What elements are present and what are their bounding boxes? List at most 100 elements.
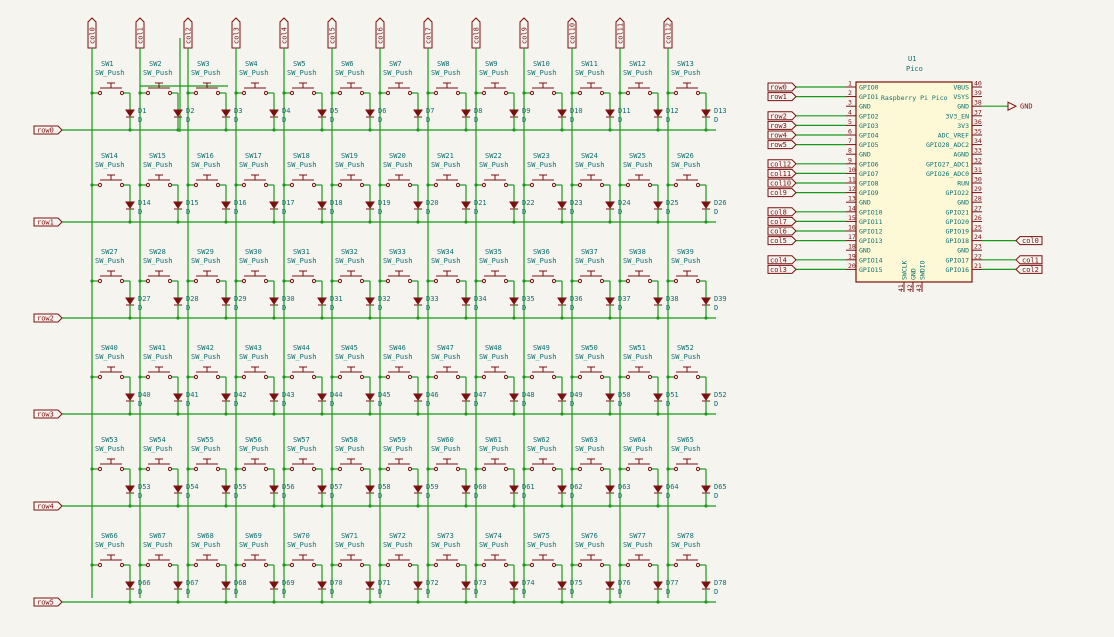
switch-ref: SW33 (389, 248, 406, 256)
diode-body (173, 297, 183, 305)
diode-body (509, 201, 519, 209)
junction (704, 220, 708, 224)
pin-name: ADC_VREF (938, 132, 969, 140)
junction (378, 467, 382, 471)
junction (138, 279, 142, 283)
diode-value: D (618, 208, 622, 216)
diode-ref: D44 (330, 391, 343, 399)
net-label-text: col0 (1022, 237, 1039, 245)
switch-ref: SW22 (485, 152, 502, 160)
diode-body (269, 201, 279, 209)
diode-value: D (186, 116, 190, 124)
col-label-text: col4 (281, 27, 289, 44)
switch-contact (529, 466, 535, 472)
diode-value: D (330, 116, 334, 124)
switch-contact (625, 90, 631, 96)
switch-contact (695, 182, 701, 188)
switch-value: SW_Push (671, 257, 701, 265)
switch-contact (241, 278, 247, 284)
junction (368, 412, 372, 416)
junction (272, 600, 276, 604)
switch-contact (673, 90, 679, 96)
switch-contact (263, 278, 269, 284)
switch-value: SW_Push (527, 161, 557, 169)
net-label-flag (1015, 264, 1043, 274)
junction (224, 220, 228, 224)
junction (128, 412, 132, 416)
row-label: row1 (33, 217, 63, 227)
junction (666, 563, 670, 567)
diode-value: D (186, 208, 190, 216)
diode-body (653, 393, 663, 401)
switch-value: SW_Push (95, 257, 125, 265)
diode-value: D (474, 492, 478, 500)
junction (464, 504, 468, 508)
pin-name: GPIO14 (859, 256, 883, 264)
junction (522, 183, 526, 187)
junction (224, 412, 228, 416)
switch-contact (97, 374, 103, 380)
switch-contact (359, 90, 365, 96)
switch-ref: SW59 (389, 436, 406, 444)
diode-body (701, 201, 711, 209)
switch-value: SW_Push (431, 541, 461, 549)
junction (560, 128, 564, 132)
diode-ref: D62 (570, 483, 583, 491)
switch-ref: SW44 (293, 344, 310, 352)
pico-body-label: Raspberry Pi Pico (881, 94, 948, 102)
pin-name: GPIO15 (859, 266, 883, 274)
pin-number: 40 (974, 80, 982, 88)
junction (224, 600, 228, 604)
diode-ref: D75 (570, 579, 583, 587)
switch-value: SW_Push (431, 445, 461, 453)
diode-value: D (186, 588, 190, 596)
switch-value: SW_Push (191, 69, 221, 77)
switch-contact (167, 278, 173, 284)
switch-value: SW_Push (143, 541, 173, 549)
junction (474, 279, 478, 283)
pin-name: GPIO28_ADC2 (926, 141, 969, 149)
switch-contact (551, 182, 557, 188)
switch-value: SW_Push (527, 257, 557, 265)
switch-value: SW_Push (239, 257, 269, 265)
switch-value: SW_Push (575, 541, 605, 549)
switch-contact (455, 466, 461, 472)
switch-ref: SW68 (197, 532, 214, 540)
diode-value: D (426, 208, 430, 216)
pin-number: 11 (848, 176, 856, 184)
net-label-flag (767, 111, 797, 121)
net-label-flag (1015, 255, 1043, 265)
col-label-text: col8 (473, 27, 481, 44)
junction (282, 183, 286, 187)
net-label-text: col1 (1022, 256, 1039, 264)
switch-value: SW_Push (431, 69, 461, 77)
switch-contact (529, 562, 535, 568)
switch-contact (481, 278, 487, 284)
diode-ref: D41 (186, 391, 199, 399)
switch-contact (407, 182, 413, 188)
switch-contact (481, 182, 487, 188)
col-label-text: col5 (329, 27, 337, 44)
pin-number: 3 (848, 99, 852, 107)
diode-body (413, 297, 423, 305)
net-label-text: row3 (770, 122, 787, 130)
diode-body (701, 109, 711, 117)
switch-contact (385, 466, 391, 472)
col-label-flag (231, 17, 241, 49)
diode-ref: D76 (618, 579, 631, 587)
switch-contact (289, 90, 295, 96)
